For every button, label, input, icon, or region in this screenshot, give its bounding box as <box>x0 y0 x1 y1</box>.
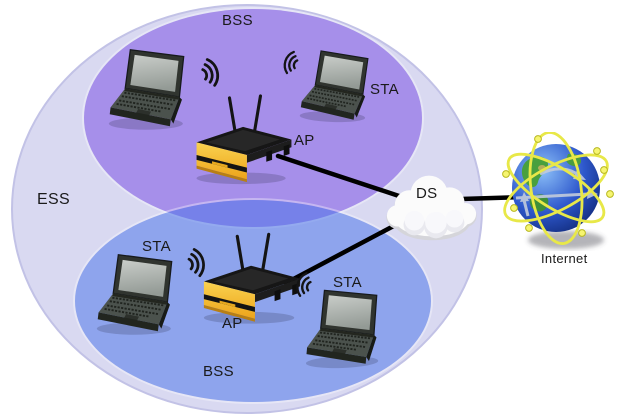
laptop-icon <box>96 252 182 340</box>
ap-bottom-label: AP <box>222 315 243 332</box>
laptop-icon <box>108 48 194 134</box>
wifi-signal-icon <box>191 48 227 99</box>
ap-top-label: AP <box>294 132 315 149</box>
globe-orbit-nodes <box>502 135 614 237</box>
ds-cloud-icon <box>383 163 481 247</box>
laptop-icon <box>299 45 378 132</box>
internet-label: Internet <box>541 251 588 266</box>
sta-top-right-label: STA <box>370 81 399 98</box>
bss-bottom-label: BSS <box>203 363 234 380</box>
sta-bottom-left-label: STA <box>142 238 171 255</box>
cable-ap-top-to-ds <box>275 153 405 200</box>
wifi-signal-icon <box>178 238 211 288</box>
ap-brand-stripe <box>212 161 228 168</box>
wifi-signal-icon <box>288 262 322 307</box>
internet-globe-icon <box>498 132 622 256</box>
bss-top-label: BSS <box>222 12 253 29</box>
ess-label: ESS <box>37 191 70 208</box>
globe-orbit-rings <box>503 132 609 245</box>
access-point-icon <box>190 94 298 186</box>
ap-brand-stripe <box>219 300 236 307</box>
ds-label: DS <box>416 185 438 202</box>
sta-bottom-right-label: STA <box>333 274 362 291</box>
access-point-icon <box>198 232 306 326</box>
wifi-signal-icon <box>275 41 310 85</box>
laptop-icon <box>303 286 390 375</box>
